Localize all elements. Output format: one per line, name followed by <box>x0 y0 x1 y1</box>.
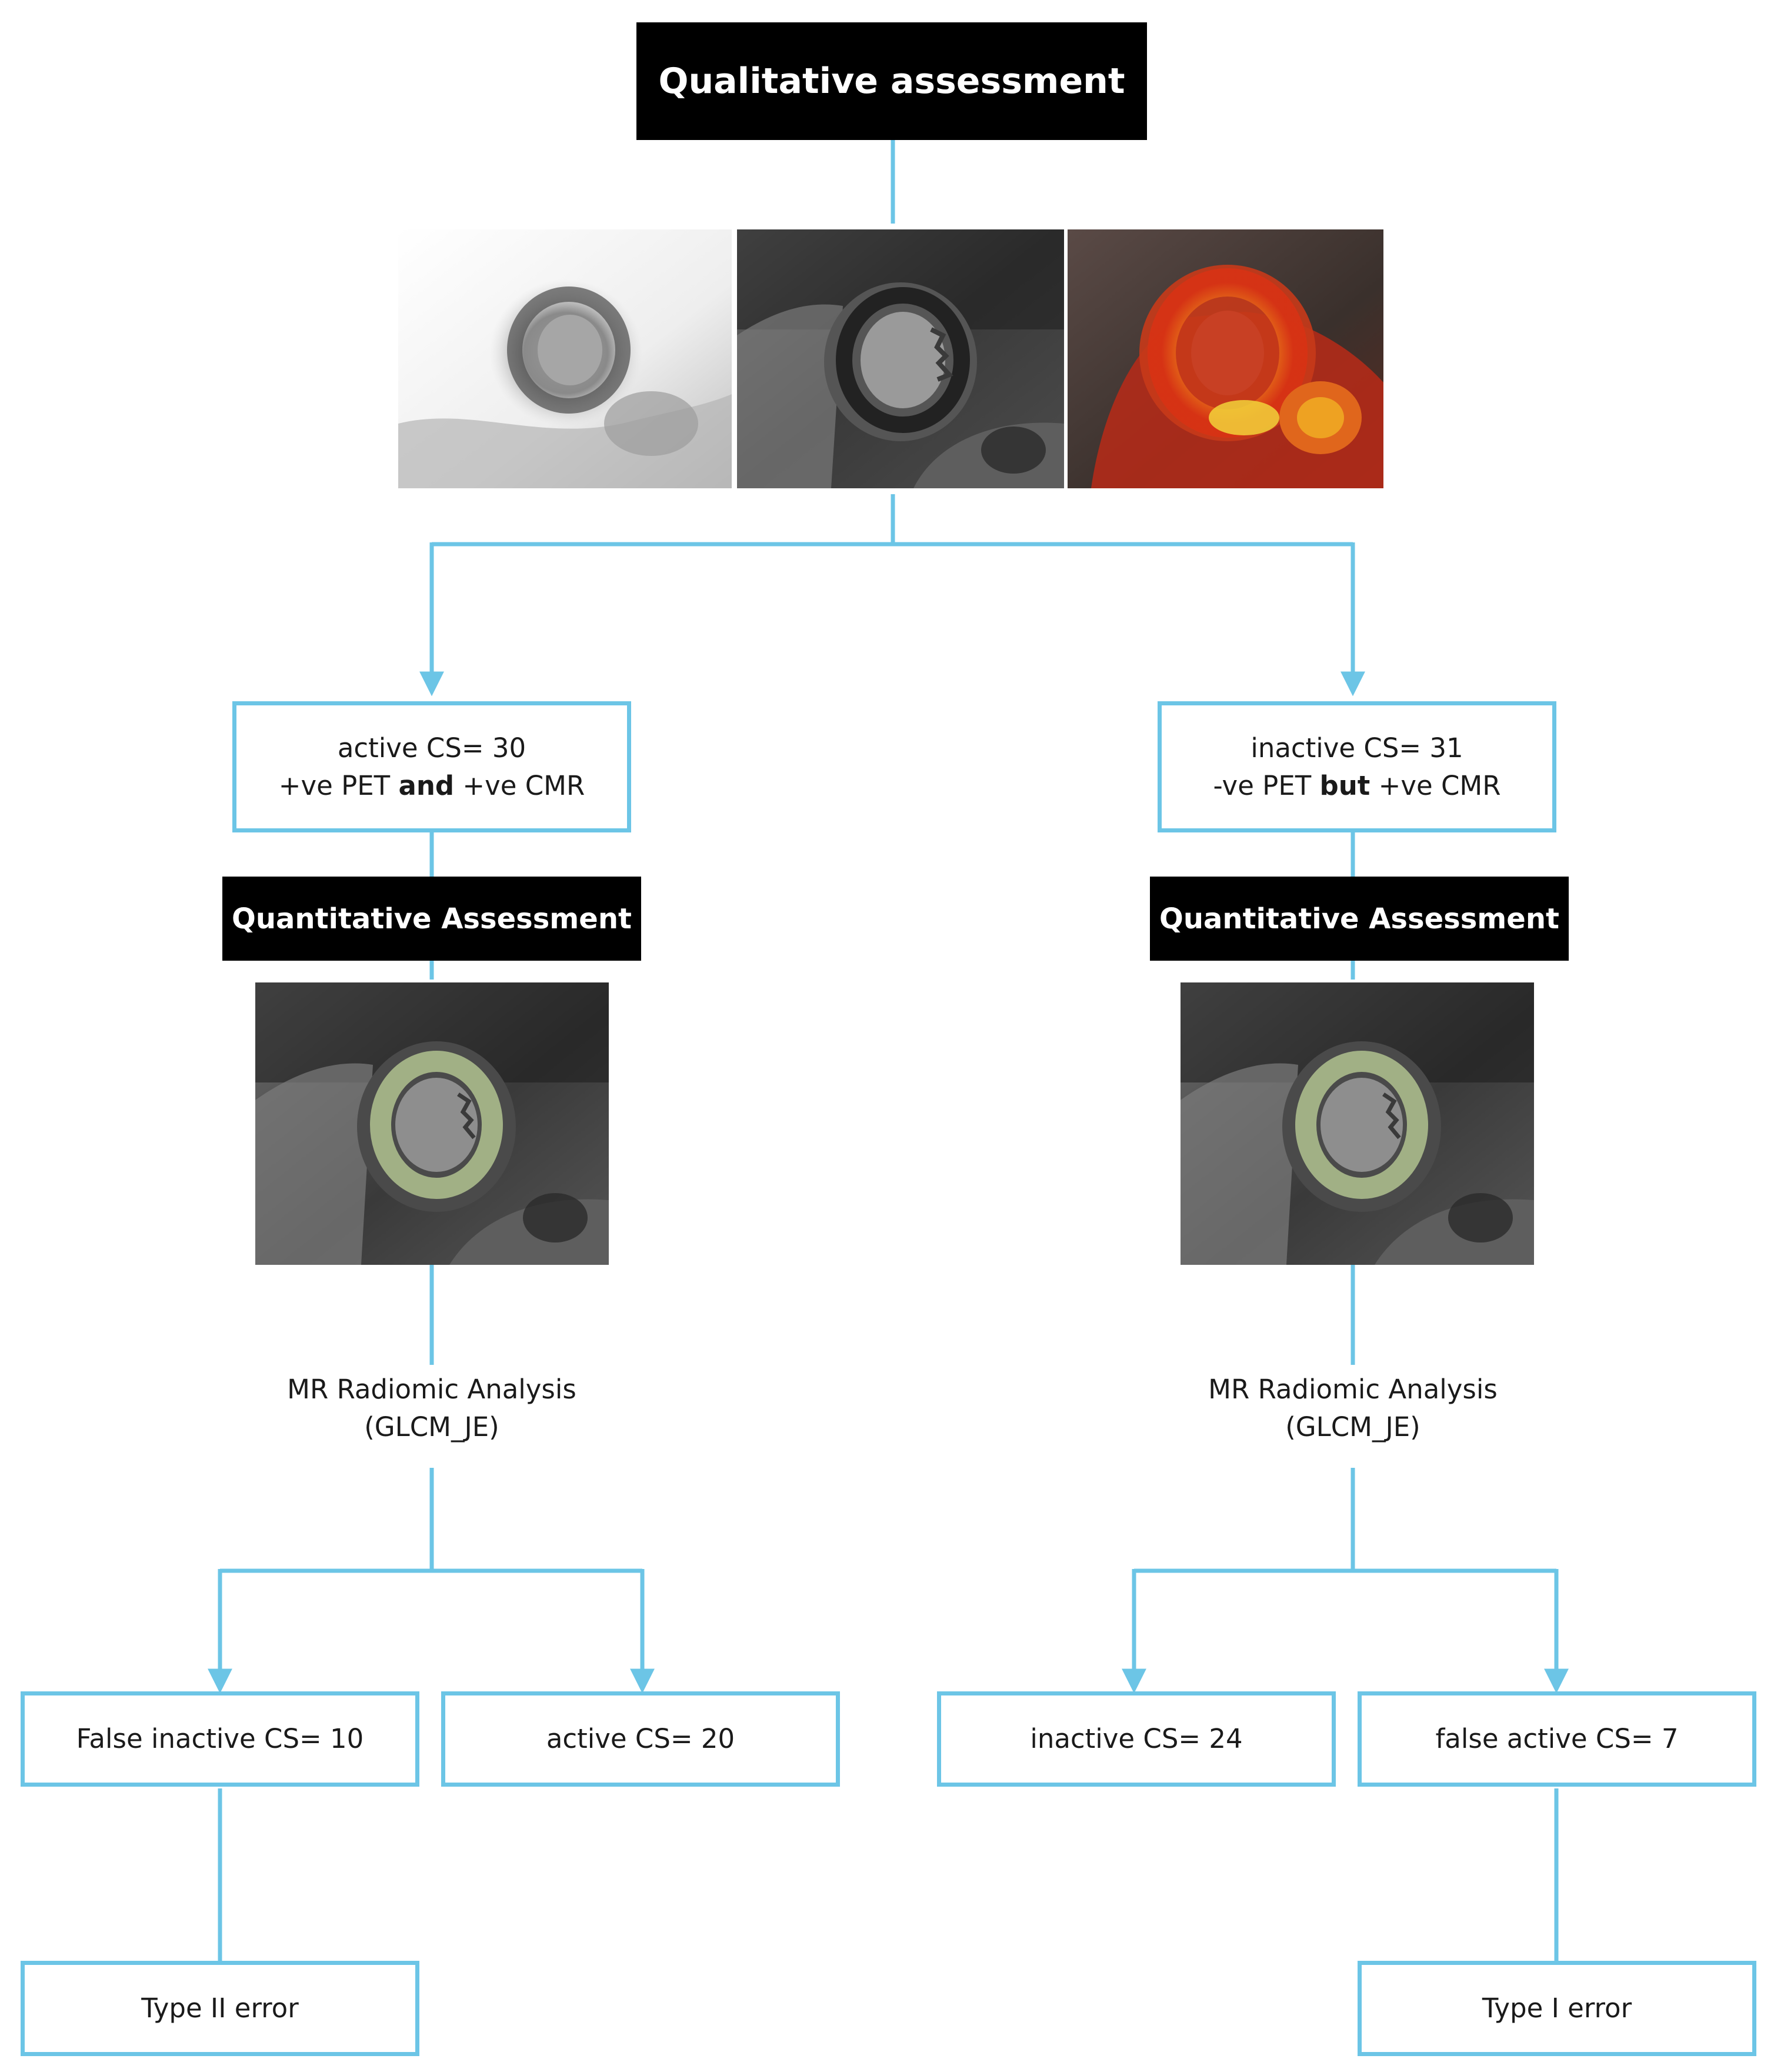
roi-cmr-image-right <box>1181 982 1534 1265</box>
quantitative-box-left: Quantitative Assessment <box>222 877 641 961</box>
cmr-image <box>737 229 1064 488</box>
group-criteria-label: +ve PET and +ve CMR <box>278 769 585 801</box>
outcome-box-inactive: inactive CS= 24 <box>937 1691 1336 1787</box>
outcome-label: false active CS= 7 <box>1435 1723 1679 1754</box>
outcome-label: inactive CS= 24 <box>1030 1723 1243 1754</box>
fused-pet-cmr-image <box>1068 229 1383 488</box>
analysis-feature: (GLCM_JE) <box>364 1411 499 1443</box>
pet-image <box>398 229 732 488</box>
quantitative-label: Quantitative Assessment <box>232 902 632 935</box>
title-box: Qualitative assessment <box>636 22 1147 140</box>
analysis-title: MR Radiomic Analysis <box>287 1374 576 1405</box>
roi-cmr-image-left <box>255 982 609 1265</box>
outcome-label: active CS= 20 <box>546 1723 735 1754</box>
error-box-type-i: Type I error <box>1358 1961 1756 2056</box>
outcome-box-active: active CS= 20 <box>441 1691 840 1787</box>
title-text: Qualitative assessment <box>658 61 1125 102</box>
outcome-box-false-inactive: False inactive CS= 10 <box>21 1691 419 1787</box>
group-box-inactive: inactive CS= 31 -ve PET but +ve CMR <box>1158 701 1556 832</box>
error-label: Type II error <box>141 1993 299 2024</box>
radiomic-analysis-label-left: MR Radiomic Analysis (GLCM_JE) <box>196 1371 667 1446</box>
error-label: Type I error <box>1482 1993 1632 2024</box>
group-box-active: active CS= 30 +ve PET and +ve CMR <box>232 701 631 832</box>
quantitative-box-right: Quantitative Assessment <box>1150 877 1569 961</box>
analysis-title: MR Radiomic Analysis <box>1208 1374 1498 1405</box>
error-box-type-ii: Type II error <box>21 1961 419 2056</box>
outcome-label: False inactive CS= 10 <box>76 1723 364 1754</box>
outcome-box-false-active: false active CS= 7 <box>1358 1691 1756 1787</box>
group-count-label: active CS= 30 <box>337 732 526 764</box>
analysis-feature: (GLCM_JE) <box>1285 1411 1420 1443</box>
quantitative-label: Quantitative Assessment <box>1159 902 1559 935</box>
group-count-label: inactive CS= 31 <box>1251 732 1463 764</box>
group-criteria-label: -ve PET but +ve CMR <box>1213 769 1501 801</box>
radiomic-analysis-label-right: MR Radiomic Analysis (GLCM_JE) <box>1118 1371 1588 1446</box>
